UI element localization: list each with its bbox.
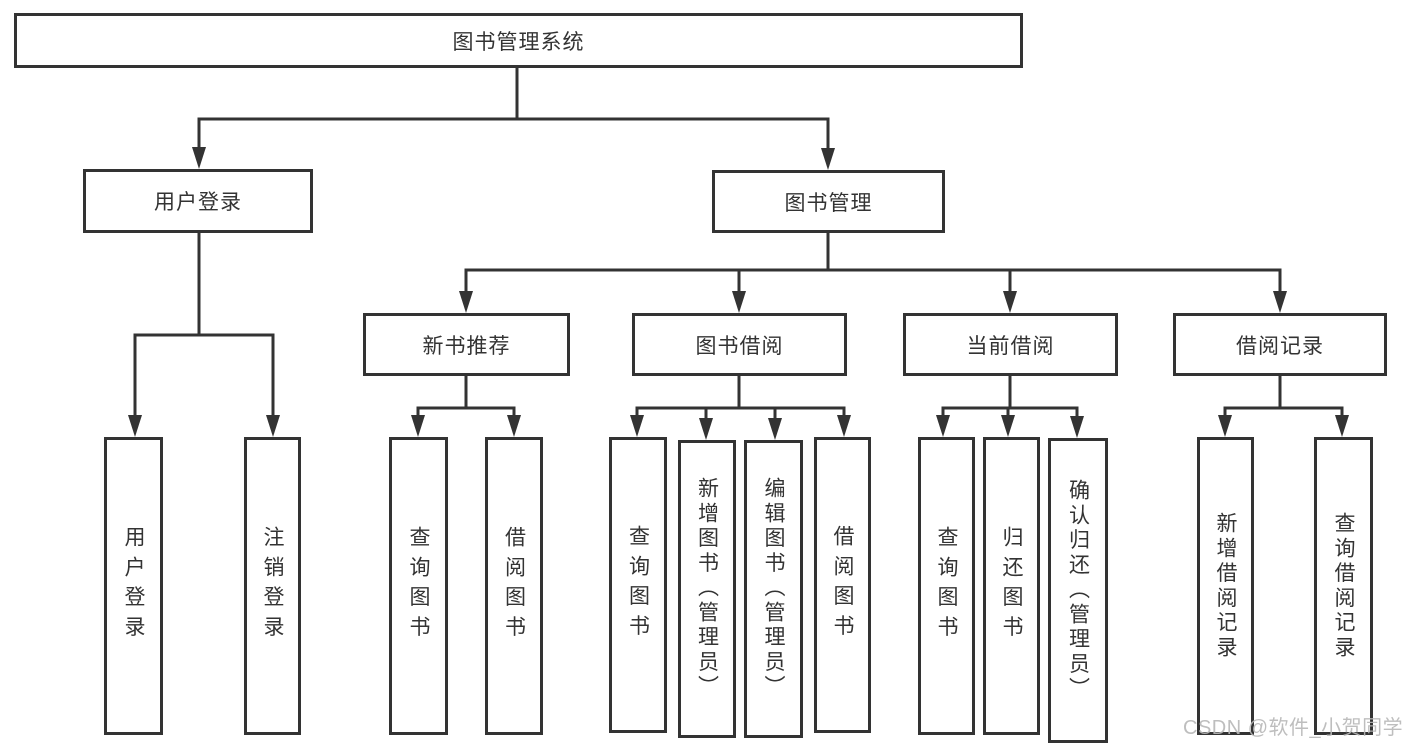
leaf-query-borrow-record: 查询借阅记录 bbox=[1314, 437, 1373, 735]
node-current-borrow: 当前借阅 bbox=[903, 313, 1118, 376]
node-library-management-system: 图书管理系统 bbox=[14, 13, 1023, 68]
leaf-query-books-borrow: 查询图书 bbox=[609, 437, 667, 733]
leaf-logout-login: 注销登录 bbox=[244, 437, 301, 735]
connector-borrow-records-children bbox=[1218, 376, 1349, 437]
leaf-add-borrow-record: 新增借阅记录 bbox=[1197, 437, 1254, 735]
connector-root-to-level2 bbox=[192, 68, 835, 170]
leaf-borrow-books: 借阅图书 bbox=[814, 437, 871, 733]
connector-book-management-children bbox=[459, 233, 1287, 313]
leaf-query-books-recommend: 查询图书 bbox=[389, 437, 448, 735]
node-book-management: 图书管理 bbox=[712, 170, 945, 233]
node-borrow-records: 借阅记录 bbox=[1173, 313, 1387, 376]
connector-user-login-children bbox=[128, 233, 280, 437]
leaf-confirm-return-admin: 确认归还（管理员） bbox=[1048, 438, 1108, 743]
leaf-edit-books-admin: 编辑图书（管理员） bbox=[744, 440, 803, 738]
connector-new-book-recommend-children bbox=[411, 376, 521, 437]
leaf-return-books: 归还图书 bbox=[983, 437, 1040, 735]
node-book-borrow: 图书借阅 bbox=[632, 313, 847, 376]
connector-book-borrow-children bbox=[630, 376, 851, 440]
leaf-borrow-books-recommend: 借阅图书 bbox=[485, 437, 543, 735]
node-user-login: 用户登录 bbox=[83, 169, 313, 233]
connector-current-borrow-children bbox=[936, 376, 1084, 438]
leaf-query-books-current: 查询图书 bbox=[918, 437, 975, 735]
leaf-user-login: 用户登录 bbox=[104, 437, 163, 735]
node-new-book-recommend: 新书推荐 bbox=[363, 313, 570, 376]
leaf-add-books-admin: 新增图书（管理员） bbox=[678, 440, 736, 738]
watermark: CSDN @软件_小贺同学 bbox=[1183, 717, 1404, 739]
